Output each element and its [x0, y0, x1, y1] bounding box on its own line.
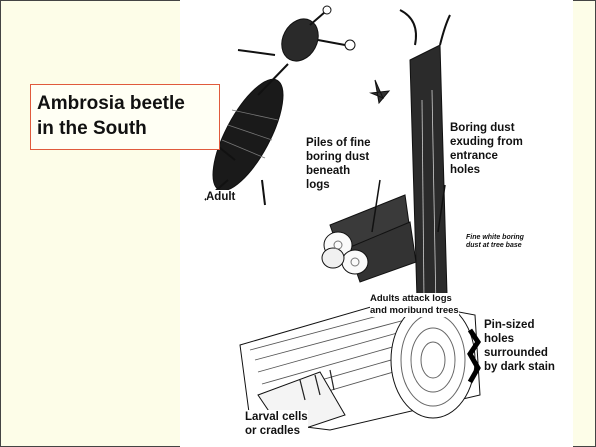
slide-title-line-2: in the South — [37, 116, 219, 141]
label-adults-attack-line: and moribund trees — [370, 305, 459, 317]
label-boring-dust-line: Boring dust — [450, 121, 523, 135]
label-larval-cells: Larval cells or cradles — [245, 410, 308, 438]
label-pin-sized-holes: Pin-sized holes surrounded by dark stain — [484, 318, 555, 374]
label-adults-attack-line: Adults attack logs — [370, 293, 459, 305]
label-fine-white-line: Fine white boring — [466, 234, 524, 242]
label-adults-attack: Adults attack logs and moribund trees — [370, 293, 459, 317]
label-fine-white-dust: Fine white boring dust at tree base — [466, 234, 524, 250]
label-piles-line: Piles of fine — [306, 136, 371, 150]
label-adult: Adult — [206, 190, 235, 204]
label-boring-dust: Boring dust exuding from entrance holes — [450, 121, 523, 177]
label-boring-dust-line: exuding from — [450, 135, 523, 149]
label-piles-line: logs — [306, 178, 371, 192]
label-piles-line: boring dust — [306, 150, 371, 164]
label-pin-sized-line: Pin-sized — [484, 318, 555, 332]
slide-title-line-1: Ambrosia beetle — [37, 91, 219, 116]
label-pin-sized-line: holes — [484, 332, 555, 346]
label-larval-line: Larval cells — [245, 410, 308, 424]
label-boring-dust-line: entrance — [450, 149, 523, 163]
slide-title-box: Ambrosia beetle in the South — [30, 84, 220, 150]
label-piles-of-dust: Piles of fine boring dust beneath logs — [306, 136, 371, 192]
label-pin-sized-line: surrounded — [484, 346, 555, 360]
label-boring-dust-line: holes — [450, 163, 523, 177]
label-fine-white-line: dust at tree base — [466, 242, 524, 250]
label-piles-line: beneath — [306, 164, 371, 178]
label-pin-sized-line: by dark stain — [484, 360, 555, 374]
label-adult-text: Adult — [206, 190, 235, 204]
label-larval-line: or cradles — [245, 424, 308, 438]
